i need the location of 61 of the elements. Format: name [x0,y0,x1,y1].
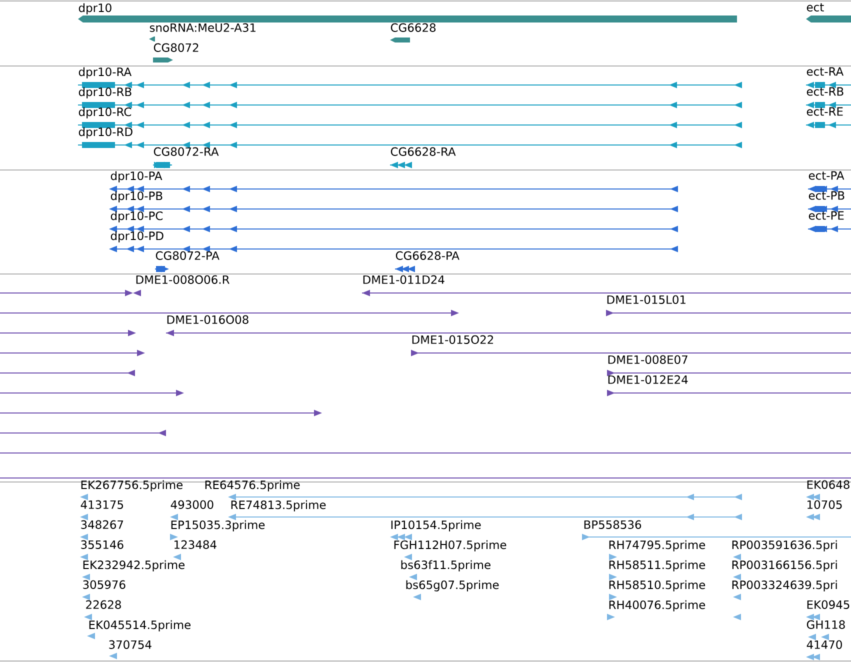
feature-label: 355146 [81,540,124,549]
feature-label: RH58511.5prime [609,560,706,572]
feature-label: DME1-015L01 [607,295,686,304]
feature-label: DME1-016O08 [167,315,248,324]
feature-label: DME1-008E07 [608,355,688,364]
feature-label: EP15035.3prime [171,520,265,532]
feature-label: dpr10-PC [110,211,163,222]
feature-label: 41470 [806,640,842,649]
feature-label: EK045514.5prime [89,620,191,632]
feature-label: RE74813.5prime [231,500,326,512]
feature-label: RP003166156.5pri [732,560,837,572]
feature-label: CG6628-PA [396,251,460,260]
feature-label: RP003324639.5pri [732,580,837,592]
feature-label: dpr10-RA [78,67,132,78]
feature-label: DME1-015O22 [412,335,494,344]
feature-label: dpr10-PA [110,171,162,182]
feature-label: dpr10-RC [78,107,132,118]
feature-label: EK0648 [807,480,850,489]
feature-label: CG6628 [390,23,436,32]
feature-label: RH58510.5prime [609,580,706,592]
feature-label: 348267 [81,520,124,529]
feature-label: bs65g07.5prime [406,580,499,592]
feature-label: EK232942.5prime [83,560,185,572]
feature-label: 10705 [808,500,842,509]
feature-label: DME1-011D24 [363,275,444,284]
feature-label: dpr10-RD [78,127,132,138]
feature-label: CG8072-PA [156,251,220,260]
feature-label: BP558536 [584,520,642,529]
feature-label: ect-PA [808,171,844,180]
feature-label: ect-PB [808,191,844,200]
feature-label: CG8072 [154,43,198,52]
feature-label: CG6628-RA [390,147,456,156]
feature-label: dpr10-PD [110,231,164,242]
feature-label: EK0945 [807,600,850,609]
feature-label: ect-RB [806,87,844,96]
feature-label: RE64576.5prime [205,480,300,492]
feature-label: RP003591636.5pri [732,540,837,552]
feature-label: 370754 [109,640,152,649]
feature-label: 22628 [86,600,121,609]
feature-label: dpr10-PB [110,191,162,202]
feature-label: dpr10-RB [78,87,132,98]
feature-label: 305976 [83,580,126,589]
feature-label: RH40076.5prime [609,600,706,612]
feature-label: ect-RE [806,107,843,116]
feature-label: 413175 [80,500,124,509]
feature-label: DME1-012E24 [608,375,688,384]
feature-label: IP10154.5prime [391,520,481,532]
feature-label: ect [806,3,824,12]
feature-label: ect-RA [806,67,844,76]
feature-label: FGH112H07.5prime [394,540,506,552]
feature-label: RH74795.5prime [609,540,706,552]
feature-label: dpr10 [78,3,112,14]
feature-label: ect-PE [808,211,844,220]
feature-label: bs63f11.5prime [401,560,490,572]
feature-label: DME1-008O06.R [136,275,230,284]
feature-label: 123484 [174,540,216,549]
feature-label: GH118 [806,620,845,629]
feature-label: CG8072-RA [154,147,219,156]
feature-label: 493000 [170,500,214,509]
feature-label: EK267756.5prime [81,480,183,492]
feature-label: snoRNA:MeU2-A31 [150,23,256,32]
